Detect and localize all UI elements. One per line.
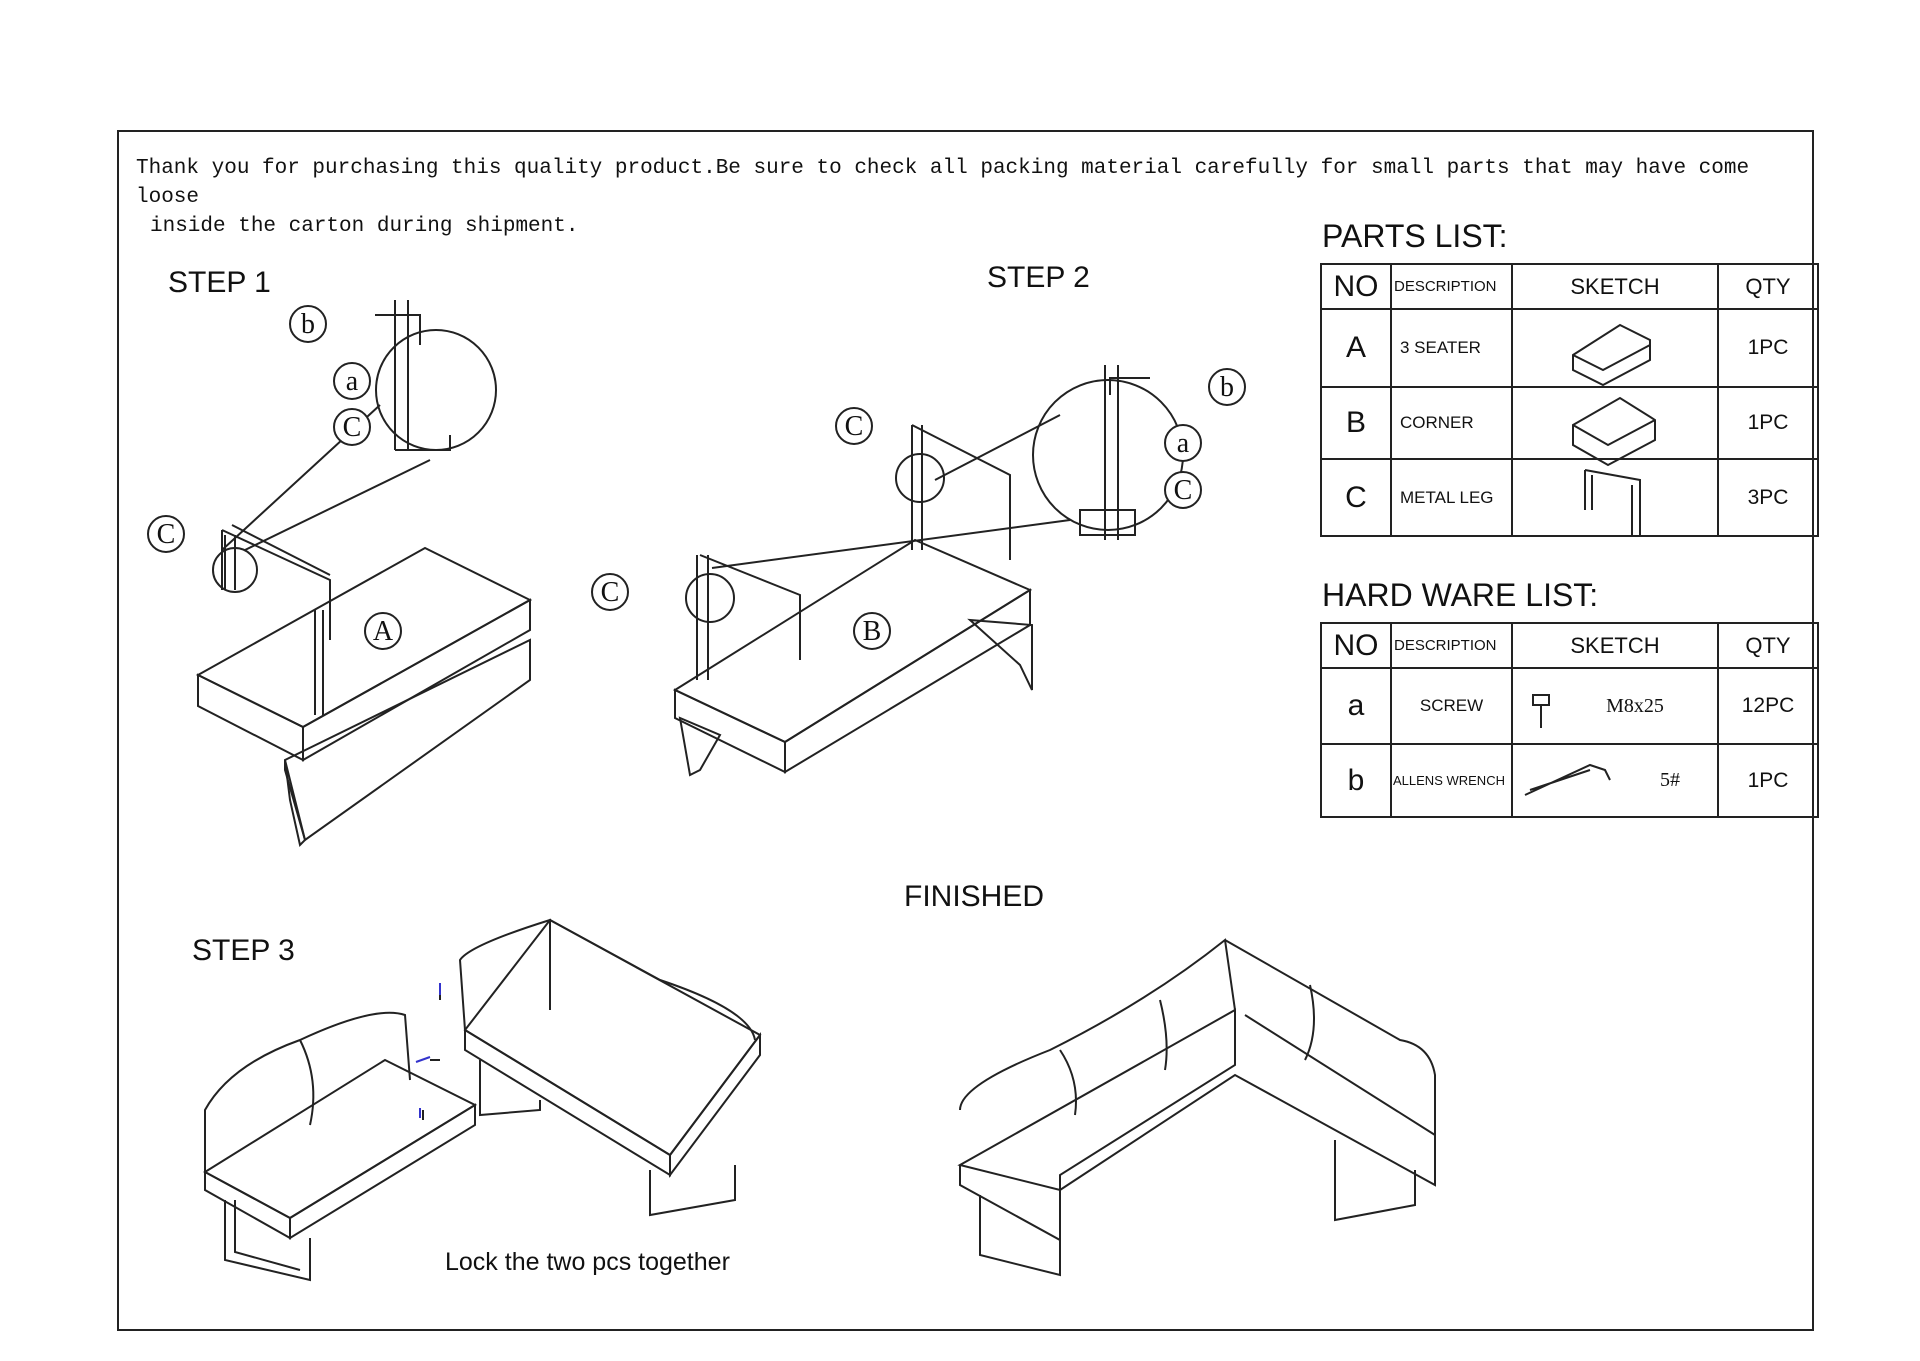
step2-sofa-illustration: [672, 365, 1184, 777]
callout-A-sofa: A: [364, 612, 402, 650]
table-row: A 3 SEATER 1PC: [1320, 308, 1819, 388]
table-row: B CORNER 1PC: [1320, 386, 1819, 460]
step3-sofa-illustration: [203, 918, 762, 1282]
table-row: b ALLENS WRENCH 5# 1PC: [1320, 743, 1819, 818]
part-no: C: [1320, 458, 1392, 537]
parts-header-no: NO: [1320, 263, 1392, 310]
table-row: C METAL LEG 3PC: [1320, 458, 1819, 537]
part-sketch: [1511, 308, 1719, 388]
part-description: CORNER: [1390, 386, 1513, 460]
parts-header-description: DESCRIPTION: [1390, 263, 1513, 310]
hw-qty: 12PC: [1717, 667, 1819, 745]
table-row: a SCREW M8x25 12PC: [1320, 667, 1819, 745]
callout-B-sofa: B: [853, 612, 891, 650]
step2-label: STEP 2: [987, 261, 1090, 294]
part-sketch: [1511, 458, 1719, 537]
part-description: 3 SEATER: [1390, 308, 1513, 388]
hw-no: a: [1320, 667, 1392, 745]
hw-description: ALLENS WRENCH: [1390, 743, 1513, 818]
hw-qty: 1PC: [1717, 743, 1819, 818]
hardware-list-table: NO DESCRIPTION SKETCH QTY a SCREW M8x25 …: [1320, 622, 1819, 818]
hw-description: SCREW: [1390, 667, 1513, 745]
part-no: A: [1320, 308, 1392, 388]
part-description: METAL LEG: [1390, 458, 1513, 537]
part-no: B: [1320, 386, 1392, 460]
part-qty: 3PC: [1717, 458, 1819, 537]
intro-text: Thank you for purchasing this quality pr…: [136, 154, 1796, 241]
parts-list-table: NO DESCRIPTION SKETCH QTY A 3 SEATER 1PC…: [1320, 263, 1819, 537]
intro-line-1: Thank you for purchasing this quality pr…: [136, 157, 1750, 209]
intro-line-2: inside the carton during shipment.: [150, 215, 579, 238]
parts-header-sketch: SKETCH: [1511, 263, 1719, 310]
step1-label: STEP 1: [168, 266, 271, 299]
hardware-list-title: HARD WARE LIST:: [1322, 577, 1599, 613]
hw-header-qty: QTY: [1717, 622, 1819, 669]
parts-header-qty: QTY: [1717, 263, 1819, 310]
parts-list-title: PARTS LIST:: [1322, 218, 1508, 254]
hw-no: b: [1320, 743, 1392, 818]
part-sketch: [1511, 386, 1719, 460]
finished-label: FINISHED: [904, 880, 1045, 913]
callout-b-step1: b: [289, 305, 327, 343]
hw-header-sketch: SKETCH: [1511, 622, 1719, 669]
step1-sofa-illustration: [195, 300, 533, 847]
callout-c-leg-step1: C: [147, 515, 185, 553]
finished-sofa-illustration: [957, 938, 1436, 1277]
callout-a-step1: a: [333, 362, 371, 400]
hw-sketch-label: 5#: [1511, 743, 1719, 818]
lock-note: Lock the two pcs together: [445, 1248, 730, 1276]
callout-b-step2: b: [1208, 368, 1246, 406]
callout-a-step2: a: [1164, 424, 1202, 462]
step3-label: STEP 3: [192, 934, 295, 967]
alignment-arrows: [415, 983, 441, 1118]
callout-c-top-step2: C: [835, 407, 873, 445]
hw-header-description: DESCRIPTION: [1390, 622, 1513, 669]
part-qty: 1PC: [1717, 308, 1819, 388]
hw-sketch-label: M8x25: [1511, 667, 1719, 745]
part-qty: 1PC: [1717, 386, 1819, 460]
hw-header-no: NO: [1320, 622, 1392, 669]
callout-c-step1: C: [333, 408, 371, 446]
callout-c-leg-step2: C: [591, 573, 629, 611]
callout-c-step2: C: [1164, 471, 1202, 509]
